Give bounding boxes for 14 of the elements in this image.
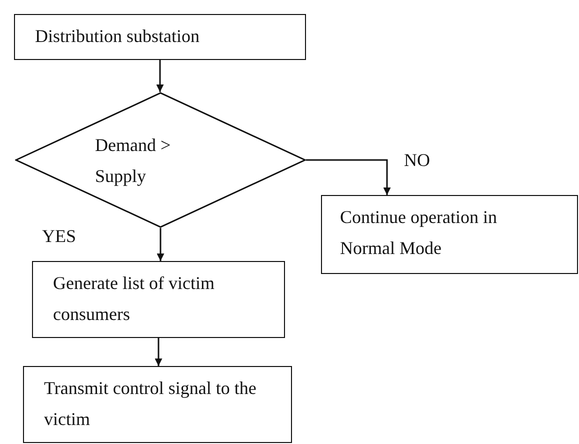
step-text: Distribution substation	[35, 25, 201, 48]
arrow	[156, 60, 164, 92]
step-text: Generate list of victim consumers	[53, 272, 216, 326]
decision-diamond	[15, 92, 306, 228]
arrow	[306, 159, 391, 195]
process-box	[23, 366, 292, 443]
process-box	[32, 261, 285, 338]
step-text: Transmit control signal to the victim	[44, 377, 258, 431]
decision-text: Demand > Supply	[95, 134, 172, 188]
process-box	[321, 195, 578, 274]
step-text: Continue operation in Normal Mode	[340, 206, 498, 260]
arrow	[154, 338, 162, 366]
arrow	[156, 228, 164, 261]
process-box	[14, 14, 306, 60]
